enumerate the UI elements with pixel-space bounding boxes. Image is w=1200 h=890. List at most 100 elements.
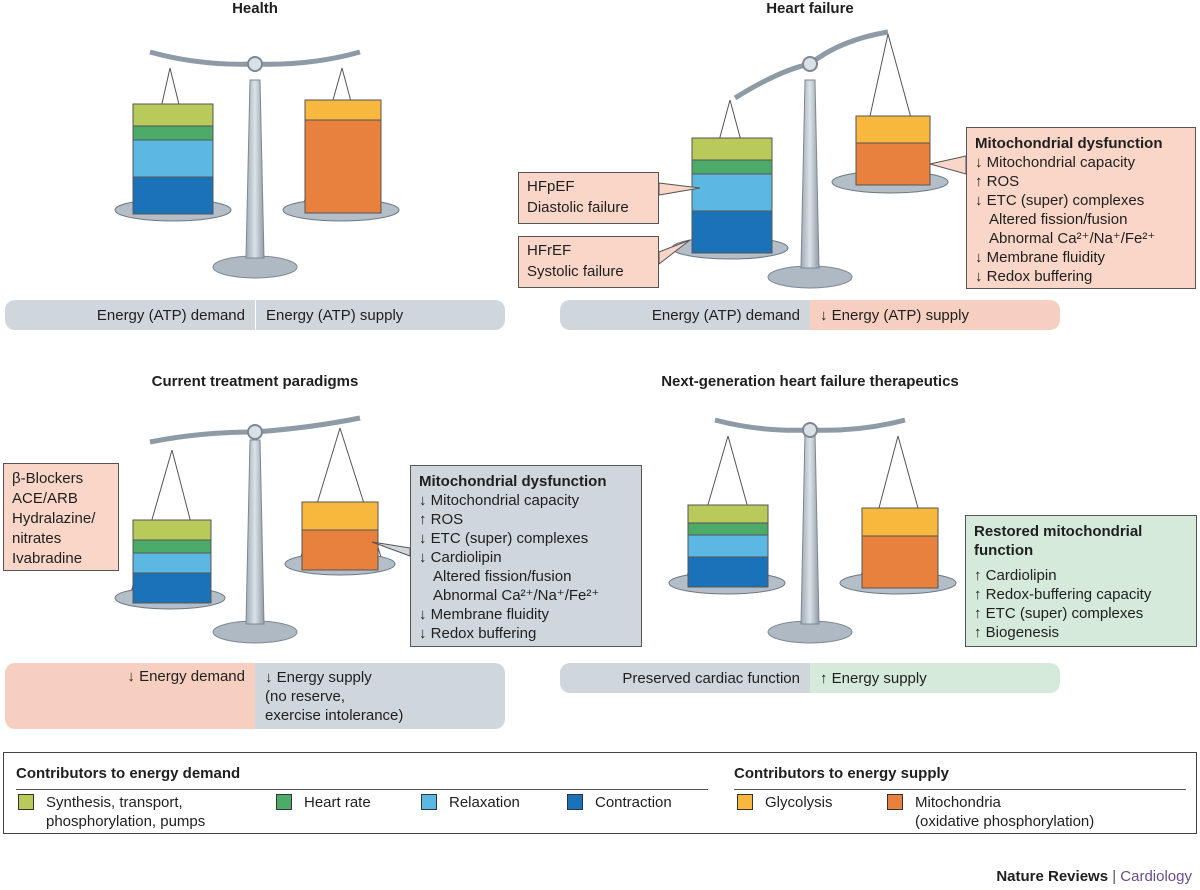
current-treatment-title: Current treatment paradigms — [151, 373, 359, 390]
current-dysfunction-item: ↓ Redox buffering — [419, 625, 537, 642]
footer-section: Cardiology — [1120, 868, 1192, 885]
hf-dysfunction-item: Altered fission/fusion — [989, 211, 1128, 228]
restored-item: ↑ Redox-buffering capacity — [974, 586, 1152, 603]
next-gen-demand-label: Preserved cardiac function — [560, 663, 810, 693]
hfref-callout: HFrEF Systolic failure — [518, 236, 659, 288]
legend-label-synthesis: Synthesis, transport, phosphorylation, p… — [46, 793, 205, 831]
legend-label-heart-rate: Heart rate — [304, 794, 371, 811]
hfref-pointer — [658, 239, 691, 266]
current-dysfunction-item: ↓ Mitochondrial capacity — [419, 492, 580, 509]
footer-journal: Nature Reviews — [996, 868, 1109, 885]
health-supply-label: Energy (ATP) supply — [256, 300, 505, 330]
block-glycolysis — [304, 99, 382, 121]
block-heart-rate — [132, 125, 214, 141]
legend-supply-divider — [734, 789, 1186, 790]
block-mitochondria — [304, 119, 382, 214]
drug-item: β-Blockers — [12, 470, 84, 487]
next-gen-supply-label: ↑ Energy supply — [810, 663, 1060, 693]
hf-dysfunction-item: ↑ ROS — [975, 173, 1020, 190]
current-dysfunction-item: ↓ Membrane fluidity — [419, 606, 550, 623]
hf-dysfunction-box: Mitochondrial dysfunction ↓ Mitochondria… — [966, 127, 1196, 289]
restored-item: ↑ Biogenesis — [974, 624, 1060, 641]
legend-swatch-mitochondria — [887, 794, 903, 810]
legend-label-mitochondria: Mitochondria (oxidative phosphorylation) — [915, 793, 1094, 831]
hfref-label: HFrEF — [527, 242, 572, 259]
hf-demand-stack — [691, 137, 773, 254]
drug-item: nitrates — [12, 530, 62, 547]
restored-title-1: Restored mitochondrial — [974, 523, 1143, 540]
current-dysfunction-box: Mitochondrial dysfunction ↓ Mitochondria… — [410, 465, 642, 647]
legend-synthesis-line-2: phosphorylation, pumps — [46, 813, 206, 830]
health-demand-label: Energy (ATP) demand — [5, 300, 255, 330]
restored-title-2: function — [974, 542, 1034, 559]
legend-demand-divider — [16, 789, 708, 790]
legend-label-glycolysis: Glycolysis — [765, 794, 833, 811]
current-supply-label: ↓ Energy supply — [265, 669, 372, 686]
hf-demand-label: Energy (ATP) demand — [560, 300, 810, 330]
current-dysfunction-item: ↑ ROS — [419, 511, 464, 528]
legend-supply-header: Contributors to energy supply — [734, 765, 950, 782]
hf-dysfunction-pointer — [929, 155, 967, 175]
legend: Contributors to energy demand Contributo… — [3, 752, 1197, 834]
current-dysfunction-title: Mitochondrial dysfunction — [419, 473, 607, 490]
legend-swatch-heart-rate — [276, 794, 292, 810]
hf-supply-stack — [855, 115, 931, 186]
legend-swatch-synthesis — [18, 794, 34, 810]
restored-box: Restored mitochondrial function ↑ Cardio… — [965, 515, 1197, 647]
current-supply-stack — [301, 501, 379, 571]
legend-mitochondria-line-2: (oxidative phosphorylation) — [915, 813, 1095, 830]
next-gen-energy-bar: Preserved cardiac function ↑ Energy supp… — [560, 663, 1060, 693]
health-title: Health — [232, 0, 278, 17]
current-demand-label: ↓ Energy demand — [5, 663, 255, 729]
drugs-box: β-Blockers ACE/ARB Hydralazine/ nitrates… — [3, 463, 119, 571]
hfpef-callout: HFpEF Diastolic failure — [518, 172, 659, 224]
current-supply-note-2: exercise intolerance) — [265, 707, 404, 724]
legend-swatch-glycolysis — [737, 794, 753, 810]
legend-swatch-relaxation — [421, 794, 437, 810]
current-dysfunction-item: Altered fission/fusion — [433, 568, 572, 585]
hf-dysfunction-item: ↓ Redox buffering — [975, 268, 1093, 285]
legend-mitochondria-line-1: Mitochondria — [915, 794, 1001, 811]
drug-item: ACE/ARB — [12, 490, 78, 507]
restored-item: ↑ ETC (super) complexes — [974, 605, 1144, 622]
current-dysfunction-item: ↓ Cardiolipin — [419, 549, 502, 566]
heart-failure-title: Heart failure — [766, 0, 854, 17]
hf-energy-bar: Energy (ATP) demand ↓ Energy (ATP) suppl… — [560, 300, 1060, 330]
block-synthesis — [132, 103, 214, 127]
block-relaxation — [132, 139, 214, 178]
footer-credit: Nature Reviews | Cardiology — [996, 868, 1192, 885]
current-energy-bar: ↓ Energy demand ↓ Energy supply (no rese… — [5, 663, 505, 729]
footer-separator: | — [1108, 868, 1121, 885]
next-gen-demand-stack — [687, 504, 769, 588]
drug-item: Ivabradine — [12, 550, 83, 567]
restored-item: ↑ Cardiolipin — [974, 567, 1057, 584]
hf-dysfunction-item: ↓ ETC (super) complexes — [975, 192, 1145, 209]
diastolic-failure-label: Diastolic failure — [527, 199, 629, 216]
current-dysfunction-item: ↓ ETC (super) complexes — [419, 530, 589, 547]
block-contraction — [132, 176, 214, 215]
legend-synthesis-line-1: Synthesis, transport, — [46, 794, 183, 811]
health-energy-bar: Energy (ATP) demand Energy (ATP) supply — [5, 300, 505, 330]
health-supply-stack — [304, 99, 382, 214]
current-supply-note-1: (no reserve, — [265, 688, 346, 705]
next-gen-title: Next-generation heart failure therapeuti… — [661, 373, 959, 390]
hf-dysfunction-title: Mitochondrial dysfunction — [975, 135, 1163, 152]
health-demand-stack — [132, 103, 214, 215]
current-demand-stack — [132, 519, 212, 604]
legend-label-contraction: Contraction — [595, 794, 672, 811]
systolic-failure-label: Systolic failure — [527, 263, 624, 280]
next-gen-supply-stack — [861, 507, 939, 589]
drug-item: Hydralazine/ — [12, 510, 96, 527]
current-supply-block: ↓ Energy supply (no reserve, exercise in… — [255, 663, 505, 729]
hfpef-pointer — [658, 182, 701, 196]
hf-dysfunction-item: Abnormal Ca²⁺/Na⁺/Fe²⁺ — [989, 230, 1156, 247]
hf-dysfunction-item: ↓ Mitochondrial capacity — [975, 154, 1136, 171]
hf-supply-label: ↓ Energy (ATP) supply — [810, 300, 1060, 330]
legend-label-relaxation: Relaxation — [449, 794, 520, 811]
hf-dysfunction-item: ↓ Membrane fluidity — [975, 249, 1106, 266]
legend-swatch-contraction — [567, 794, 583, 810]
current-dysfunction-item: Abnormal Ca²⁺/Na⁺/Fe²⁺ — [433, 587, 600, 604]
legend-demand-header: Contributors to energy demand — [16, 765, 241, 782]
hfpef-label: HFpEF — [527, 178, 575, 195]
